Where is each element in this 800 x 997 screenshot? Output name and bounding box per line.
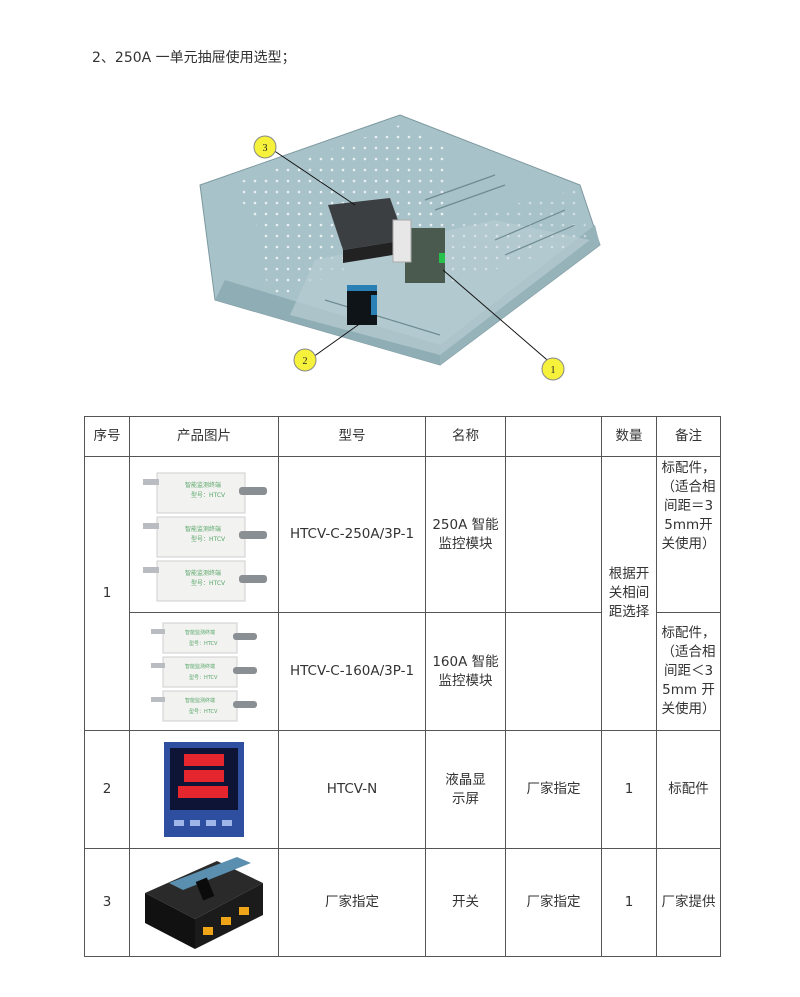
module-160a-image: 智能监测终端 型号：HTCV 智能监测终端 型号：HTCV 智能监测终端 型号：… [151, 622, 257, 721]
header-image: 产品图片 [129, 416, 279, 457]
callout-2: 2 [293, 348, 317, 372]
row-no: 2 [84, 730, 130, 849]
row-note: 标配件 [656, 730, 721, 849]
row-name: 液晶显示屏 [425, 730, 506, 849]
header-name: 名称 [425, 416, 506, 457]
table-row: 智能监测终端 型号：HTCV 智能监测终端 型号：HTCV 智能监测终端 型号：… [85, 612, 721, 731]
lcd-display-image [164, 742, 244, 837]
row-name: 开关 [425, 848, 506, 957]
row-model: HTCV-C-250A/3P-1 [278, 456, 426, 613]
table-header-row: 序号 产品图片 型号 名称 数量 备注 [84, 416, 721, 457]
monitoring-module [392, 219, 445, 283]
table-row: 2 HTCV-N 液晶显示屏 厂家指定 1 标配件 [84, 730, 721, 849]
callout-3: 3 [253, 135, 277, 159]
svg-text:型号：HTCV: 型号：HTCV [191, 579, 226, 587]
row-spec [505, 612, 602, 731]
product-image-cell: 智能监测终端 型号：HTCV 智能监测终端 型号：HTCV 智能监测终端 型号：… [129, 612, 279, 731]
svg-text:1: 1 [551, 365, 556, 376]
svg-text:智能监测终端: 智能监测终端 [185, 569, 221, 577]
section-heading: 2、250A 一单元抽屉使用选型； [92, 50, 296, 66]
product-image-cell: 智能监测终端 型号：HTCV 智能监测终端 型号：HTCV 智能监测终端 型号：… [129, 456, 279, 613]
table-row: 1 智能监测终端 型号：HTCV 智能监测终端 型号：HTCV 智能监测终端 型… [84, 456, 721, 731]
module-250a-image: 智能监测终端 型号：HTCV 智能监测终端 型号：HTCV 智能监测终端 型号：… [143, 472, 267, 601]
svg-text:智能监测终端: 智能监测终端 [185, 481, 221, 489]
row-spec [505, 456, 602, 613]
row-qty: 根据开关相间距选择 [601, 456, 657, 731]
svg-text:型号：HTCV: 型号：HTCV [191, 491, 226, 499]
product-image-cell [129, 848, 279, 957]
header-qty: 数量 [601, 416, 657, 457]
selection-table: 序号 产品图片 型号 名称 数量 备注 1 智能监测终端 型号：HTCV 智能监… [84, 416, 721, 957]
row-qty: 1 [601, 848, 657, 957]
header-note: 备注 [656, 416, 721, 457]
row-model: HTCV-C-160A/3P-1 [278, 612, 426, 731]
row-name: 160A 智能监控模块 [425, 612, 506, 731]
row-model: HTCV-N [278, 730, 426, 849]
row-note: 标配件，（适合相间距＜35mm 开关使用） [656, 612, 721, 731]
svg-text:3: 3 [263, 143, 268, 154]
svg-text:型号：HTCV: 型号：HTCV [189, 640, 218, 647]
callout-1: 1 [541, 357, 565, 381]
row-spec: 厂家指定 [505, 730, 602, 849]
product-image-cell [129, 730, 279, 849]
breaker-module [328, 198, 405, 263]
svg-text:型号：HTCV: 型号：HTCV [191, 535, 226, 543]
svg-text:智能监测终端: 智能监测终端 [185, 525, 221, 533]
row-no: 3 [84, 848, 130, 957]
display-module [347, 285, 377, 325]
row-qty: 1 [601, 730, 657, 849]
breaker-switch-image [145, 856, 263, 949]
row-note: 厂家提供 [656, 848, 721, 957]
header-no: 序号 [84, 416, 130, 457]
svg-text:型号：HTCV: 型号：HTCV [189, 674, 218, 681]
row-name: 250A 智能监控模块 [425, 456, 506, 613]
row-model: 厂家指定 [278, 848, 426, 957]
svg-text:智能监测终端: 智能监测终端 [185, 629, 215, 636]
row-note: 标配件，（适合相间距＝35mm开关使用） [656, 456, 721, 613]
row-spec: 厂家指定 [505, 848, 602, 957]
row-no: 1 [84, 456, 130, 731]
drawer-assembly-figure: 3 2 1 [199, 114, 601, 381]
svg-text:2: 2 [303, 356, 308, 367]
header-model: 型号 [278, 416, 426, 457]
svg-text:智能监测终端: 智能监测终端 [185, 697, 215, 704]
header-spec [505, 416, 602, 457]
table-row: 3 厂家指定 开关 厂家指定 1 厂家提供 [84, 848, 721, 957]
svg-text:型号：HTCV: 型号：HTCV [189, 708, 218, 715]
svg-text:智能监测终端: 智能监测终端 [185, 663, 215, 670]
